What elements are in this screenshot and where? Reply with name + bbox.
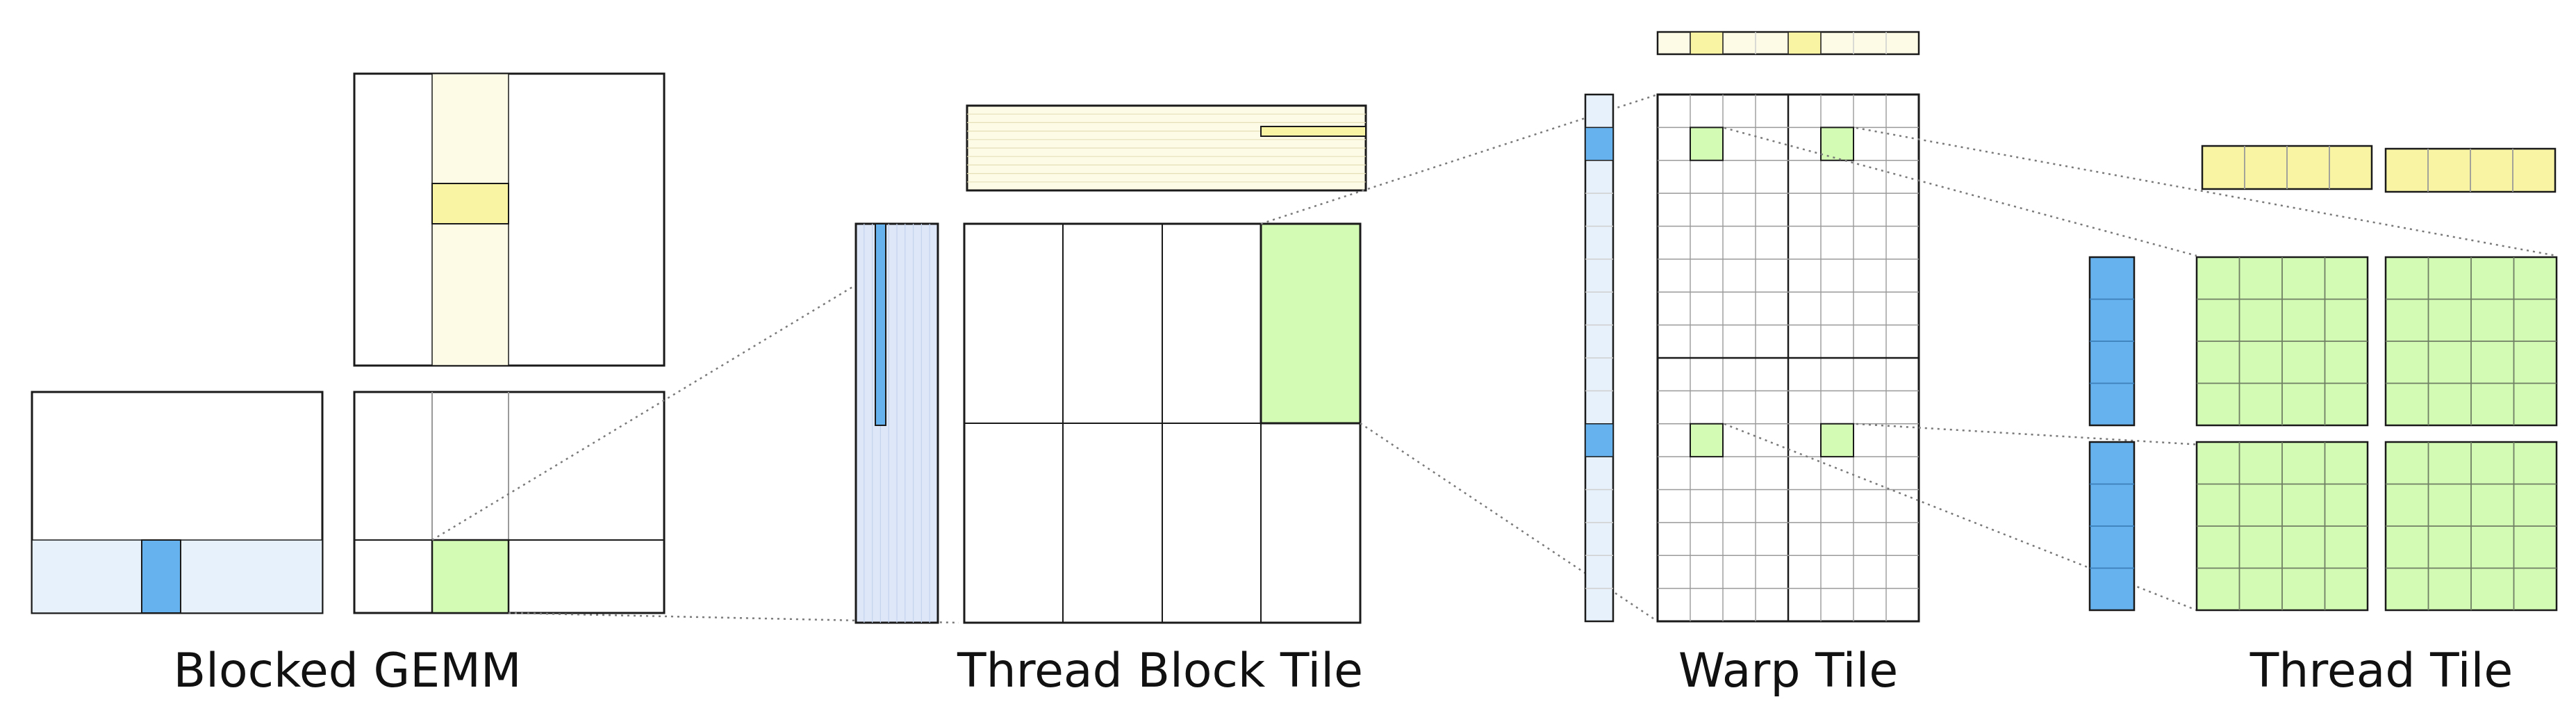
thread-block-c-tile bbox=[963, 222, 1362, 624]
guide-lines-2 bbox=[1260, 93, 1658, 623]
warp-c-thread-cell bbox=[1690, 423, 1724, 458]
caption-warp-tile: Warp Tile bbox=[1678, 644, 1898, 698]
thread-block-a-tile bbox=[854, 222, 939, 624]
caption-thread-tile: Thread Tile bbox=[2249, 644, 2513, 698]
warp-a-active-cell bbox=[1585, 126, 1614, 161]
a-tile-active-column bbox=[875, 223, 886, 426]
blocked-gemm-group: Blocked GEMM bbox=[31, 72, 666, 698]
warp-c-thread-cell bbox=[1690, 126, 1724, 161]
thread-a-fragments bbox=[2088, 256, 2136, 612]
warp-tile-group: Warp Tile bbox=[1584, 31, 1920, 698]
warp-a-fragment bbox=[1584, 93, 1615, 623]
thread-b-fragments bbox=[2201, 145, 2557, 193]
warp-b-active-cell bbox=[1787, 31, 1822, 55]
warp-b-active-cell bbox=[1690, 31, 1724, 55]
thread-block-tile-group: Thread Block Tile bbox=[854, 104, 1367, 698]
guide-lines-3 bbox=[1724, 126, 2557, 612]
thread-block-b-tile bbox=[966, 104, 1367, 192]
blocked-gemm-matrix-c bbox=[353, 391, 666, 614]
caption-blocked-gemm: Blocked GEMM bbox=[173, 644, 521, 698]
warp-c-thread-cell bbox=[1820, 126, 1854, 161]
warp-c-tile bbox=[1656, 93, 1920, 623]
b-tile-active-row bbox=[1260, 126, 1367, 137]
caption-thread-block-tile: Thread Block Tile bbox=[957, 644, 1363, 698]
blocked-gemm-matrix-b bbox=[353, 72, 666, 367]
blocked-gemm-matrix-a bbox=[31, 391, 324, 614]
warp-b-fragment bbox=[1656, 31, 1920, 56]
warp-c-thread-cell bbox=[1820, 423, 1854, 458]
warp-a-active-cell bbox=[1585, 423, 1614, 457]
thread-tile-group: Thread Tile bbox=[2088, 145, 2558, 698]
thread-c-tiles bbox=[2195, 256, 2558, 612]
